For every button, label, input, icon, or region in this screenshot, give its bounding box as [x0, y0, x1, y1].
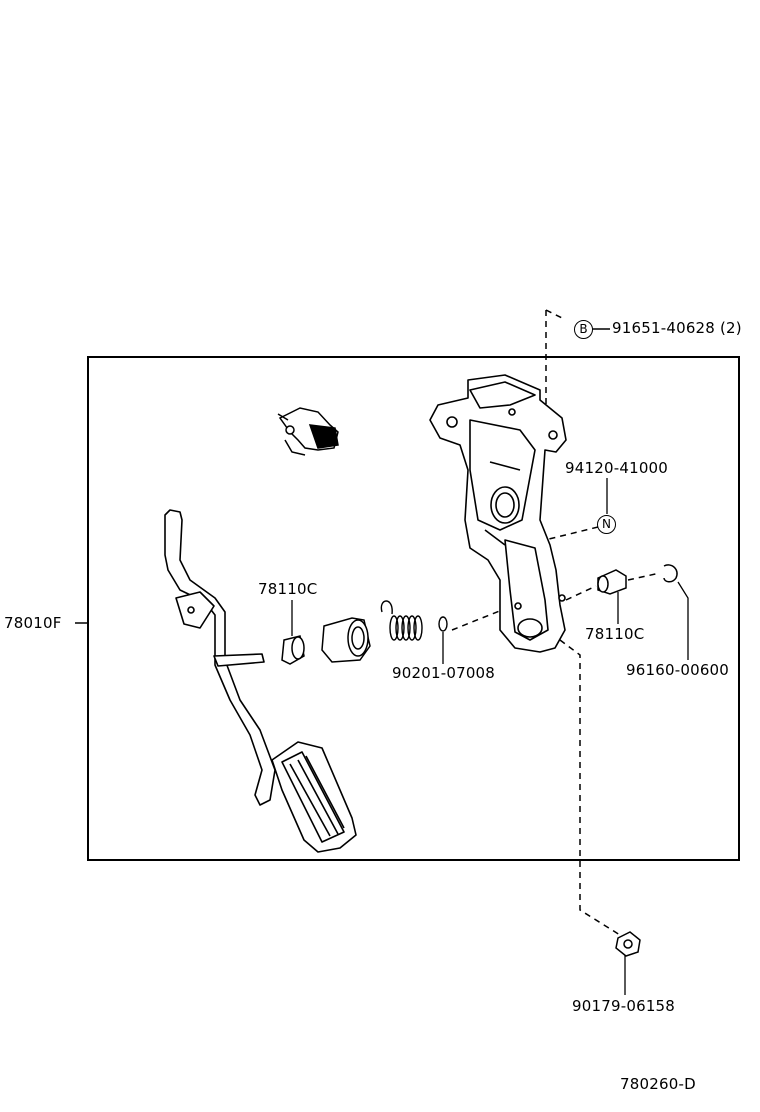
bushing-right	[598, 570, 626, 594]
dash-nut-bottom	[560, 640, 620, 935]
pedal-switch	[278, 408, 338, 455]
e-clip	[664, 565, 677, 582]
figure-code: 780260-D	[620, 1075, 696, 1093]
part-label-90201[interactable]: 90201-07008	[392, 664, 496, 682]
part-label-78110c-left[interactable]: 78110C	[258, 580, 318, 598]
part-label-94120[interactable]: 94120-41000	[565, 459, 669, 477]
dash-right-bush	[566, 586, 596, 600]
washer	[439, 617, 447, 631]
ref-circle-n: N	[597, 515, 616, 534]
assembly-frame	[88, 357, 739, 860]
part-label-78110c-right[interactable]: 78110C	[585, 625, 645, 643]
bushing-left	[282, 636, 304, 664]
pedal-sleeve	[322, 618, 370, 662]
part-label-91651[interactable]: 91651-40628	[612, 319, 716, 337]
pedal-bracket	[430, 375, 566, 652]
accelerator-pedal	[165, 510, 356, 852]
part-qty-91651: (2)	[720, 319, 742, 337]
part-label-90179[interactable]: 90179-06158	[572, 997, 676, 1015]
dash-bolt-b-top	[546, 310, 562, 318]
flange-nut	[616, 932, 640, 956]
leader-96160	[678, 582, 688, 660]
dash-nut-n	[545, 527, 598, 540]
part-label-78010f[interactable]: 78010F	[4, 614, 62, 632]
dash-right-clip	[628, 573, 660, 580]
return-spring	[381, 601, 422, 640]
ref-circle-b: B	[574, 320, 593, 339]
part-label-96160[interactable]: 96160-00600	[626, 661, 730, 679]
